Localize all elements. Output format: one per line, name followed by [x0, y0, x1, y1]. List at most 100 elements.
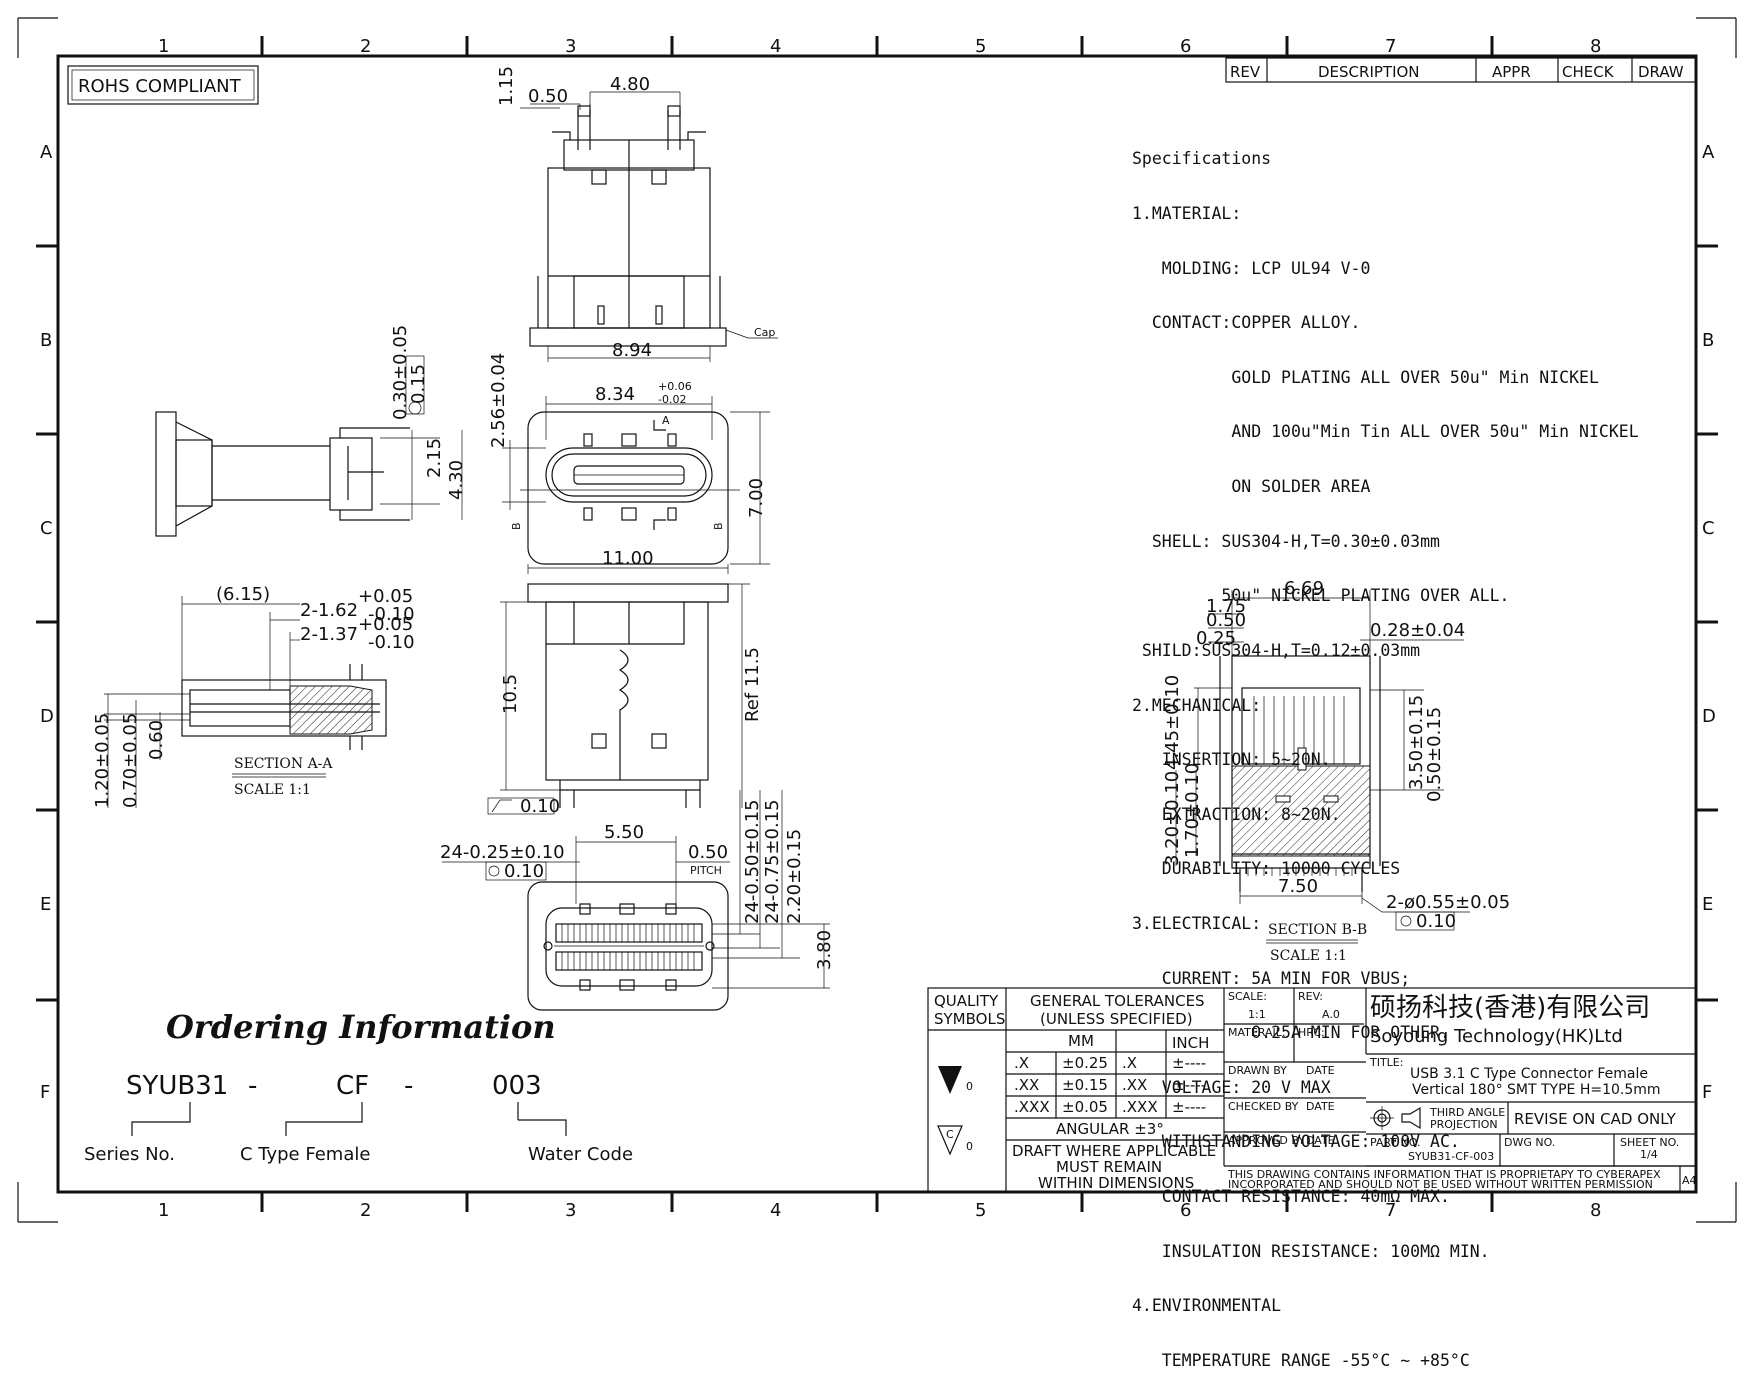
svg-text:INCH: INCH: [1172, 1034, 1209, 1052]
row-label-left: A: [40, 142, 53, 163]
svg-text:4.45±0.10: 4.45±0.10: [1162, 675, 1183, 770]
svg-text:0.70±0.05: 0.70±0.05: [120, 713, 141, 808]
row-label-right: C: [1702, 518, 1715, 539]
section-bb: 6.69 1.75 0.50 0.25 0.28±0.04 4.45±0.10 …: [1162, 578, 1510, 964]
row-label-right: B: [1702, 330, 1714, 351]
svg-text:-: -: [404, 1071, 413, 1101]
svg-text:2-ø0.55±0.05: 2-ø0.55±0.05: [1386, 892, 1510, 913]
zone-ticks: [36, 36, 1718, 1212]
svg-text:0.10: 0.10: [520, 796, 560, 817]
side-view: 2.15 4.30 0.30±0.05 0.15: [155, 325, 467, 537]
svg-text:.XXX: .XXX: [1122, 1098, 1158, 1116]
svg-text:C: C: [946, 1128, 954, 1141]
draw-header: DRAW: [1638, 63, 1684, 81]
description-header: DESCRIPTION: [1318, 63, 1420, 81]
svg-text:2.56±0.04: 2.56±0.04: [488, 353, 509, 448]
svg-text:HRC:: HRC:: [1298, 1026, 1325, 1039]
col-label-top: 8: [1590, 36, 1601, 57]
row-label-left: D: [40, 706, 54, 727]
svg-text:24-0.50±0.15: 24-0.50±0.15: [742, 799, 763, 924]
svg-text:4.80: 4.80: [610, 74, 650, 95]
svg-text:-0.02: -0.02: [658, 393, 686, 406]
svg-text:Ref 11.5: Ref 11.5: [742, 647, 763, 722]
svg-text:+0.05: +0.05: [358, 586, 413, 607]
svg-text:SCALE:: SCALE:: [1228, 990, 1267, 1003]
row-label-left: C: [40, 518, 53, 539]
title-block: QUALITY SYMBOLS 0 C 0 GENERAL TOLERANCES…: [927, 987, 1697, 1193]
svg-text:3.50±0.15: 3.50±0.15: [1406, 695, 1427, 790]
section-bb-scale: SCALE 1:1: [1270, 948, 1347, 964]
svg-text:DRAWN BY: DRAWN BY: [1228, 1064, 1287, 1077]
spec-line: EXTRACTION: 8~20N.: [1132, 804, 1341, 824]
svg-text:THIS DRAWING CONTAINS INFORMAT: THIS DRAWING CONTAINS INFORMATION THAT I…: [1227, 1168, 1661, 1181]
company-en: Soyoung Technology(HK)Ltd: [1370, 1026, 1623, 1047]
svg-text:-: -: [248, 1071, 257, 1101]
svg-text:GENERAL TOLERANCES: GENERAL TOLERANCES: [1030, 992, 1205, 1010]
svg-text:.XXX: .XXX: [1014, 1098, 1050, 1116]
spec-line: DURABILITY: 10000 CYCLES: [1132, 859, 1401, 879]
specifications-block: Specifications 1.MATERIAL: MOLDING: LCP …: [1132, 114, 1639, 1388]
svg-text:1.20±0.05: 1.20±0.05: [92, 713, 113, 808]
svg-text:A.0: A.0: [1322, 1008, 1340, 1021]
spec-line: CURRENT: 5A MIN FOR VBUS;: [1132, 968, 1411, 988]
svg-text:.XX: .XX: [1014, 1076, 1039, 1094]
svg-text:SYMBOLS: SYMBOLS: [934, 1010, 1005, 1028]
drawing-title-2: Vertical 180° SMT TYPE H=10.5mm: [1412, 1082, 1661, 1098]
drawing-title-1: USB 3.1 C Type Connector Female: [1410, 1066, 1648, 1082]
section-aa-title: SECTION A-A: [234, 756, 333, 772]
ordering-title: Ordering Information: [166, 1008, 556, 1046]
svg-text:0.50±0.15: 0.50±0.15: [1424, 707, 1445, 802]
revision-table: REV DESCRIPTION APPR CHECK DRAW: [1225, 57, 1697, 83]
svg-text:PITCH: PITCH: [690, 864, 722, 877]
svg-text:±0.25: ±0.25: [1062, 1054, 1108, 1072]
svg-text:10.5: 10.5: [500, 674, 521, 714]
svg-text:2-1.62: 2-1.62: [300, 600, 358, 621]
footprint-view: 5.50 24-0.25±0.10 0.10 0.50 PITCH 24-0.5…: [440, 790, 835, 1011]
spec-line: SHILD:SUS304-H,T=0.12±0.03mm: [1132, 640, 1421, 660]
rohs-label: ROHS COMPLIANT: [78, 76, 242, 97]
row-label-right: A: [1702, 142, 1715, 163]
svg-text:2.15: 2.15: [424, 438, 445, 478]
svg-text:±0.15: ±0.15: [1062, 1076, 1108, 1094]
spec-line: 0.25A MIN FOR OTHER.: [1132, 1023, 1450, 1043]
col-label-bottom: 4: [770, 1200, 781, 1221]
svg-text:PROJECTION: PROJECTION: [1430, 1118, 1498, 1131]
svg-text:TITLE:: TITLE:: [1369, 1056, 1403, 1069]
svg-text:(UNLESS SPECIFIED): (UNLESS SPECIFIED): [1040, 1010, 1193, 1028]
svg-text:0.28±0.04: 0.28±0.04: [1370, 620, 1465, 641]
row-label-left: F: [40, 1082, 50, 1103]
svg-text:±----: ±----: [1172, 1054, 1206, 1072]
svg-text:INCORPORATED AND SHOULD NOT BE: INCORPORATED AND SHOULD NOT BE USED WITH…: [1228, 1178, 1653, 1191]
spec-line: ON SOLDER AREA: [1132, 477, 1371, 497]
svg-text:±----: ±----: [1172, 1098, 1206, 1116]
label-water: Water Code: [528, 1144, 633, 1165]
svg-text:0.60: 0.60: [146, 720, 167, 760]
svg-text:B: B: [510, 522, 523, 530]
spec-line: TEMPERATURE RANGE -55°C ~ +85°C: [1132, 1350, 1470, 1370]
svg-text:0.50: 0.50: [528, 86, 568, 107]
svg-text:THIRD ANGLE: THIRD ANGLE: [1429, 1106, 1505, 1119]
svg-text:11.00: 11.00: [602, 548, 654, 569]
svg-text:SHEET NO.: SHEET NO.: [1620, 1136, 1679, 1149]
svg-text:8.94: 8.94: [612, 340, 652, 361]
col-label-bottom: 5: [975, 1200, 986, 1221]
svg-text:.X: .X: [1122, 1054, 1137, 1072]
svg-text:DWG NO.: DWG NO.: [1504, 1136, 1555, 1149]
spec-line: Specifications: [1132, 149, 1272, 169]
svg-text:CHECKED BY: CHECKED BY: [1228, 1100, 1299, 1113]
drawing-sheet: 1 2 3 4 5 6 7 8 1 2 3 4 5 6 7 8 A B C D …: [17, 17, 1737, 1223]
svg-text:1.15: 1.15: [496, 66, 517, 106]
svg-text:24-0.75±0.15: 24-0.75±0.15: [762, 799, 783, 924]
zone-labels: 1 2 3 4 5 6 7 8 1 2 3 4 5 6 7 8 A B C D …: [40, 36, 1716, 1221]
svg-text:4.30: 4.30: [446, 460, 467, 500]
ordering-information: Ordering Information SYUB31 - CF - 003 S…: [84, 1008, 633, 1165]
spec-line: 1.MATERIAL:: [1132, 204, 1242, 224]
part-number: SYUB31-CF-003: [1408, 1150, 1494, 1163]
col-label-bottom: 1: [158, 1200, 169, 1221]
spec-line: 4.ENVIRONMENTAL: [1132, 1296, 1282, 1316]
svg-text:MATERAIL:: MATERAIL:: [1228, 1026, 1286, 1039]
svg-text:0: 0: [966, 1140, 973, 1153]
svg-text:0.50: 0.50: [1206, 610, 1246, 631]
col-label-top: 2: [360, 36, 371, 57]
svg-text:.X: .X: [1014, 1054, 1029, 1072]
